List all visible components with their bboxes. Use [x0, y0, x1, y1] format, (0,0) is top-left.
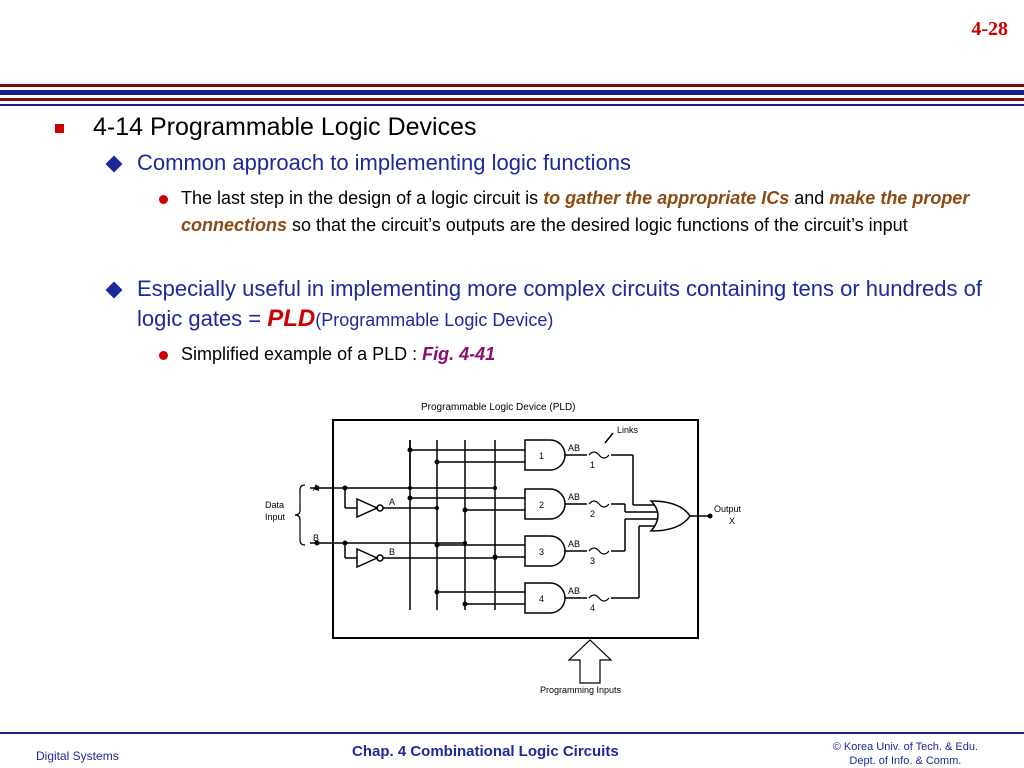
pld-box: [332, 419, 699, 639]
link-number: 1: [590, 460, 595, 470]
gate-output-label: AB: [568, 443, 580, 453]
text-run: The last step in the design of a logic c…: [181, 188, 544, 208]
link-number: 4: [590, 603, 595, 613]
link-number: 2: [590, 509, 595, 519]
gate-output-label: AB: [568, 586, 580, 596]
and-gate: [524, 535, 566, 567]
item1-heading: Common approach to implementing logic fu…: [137, 150, 632, 175]
item1-sub1: The last step in the design of a logic c…: [181, 185, 981, 239]
input-a-label: A: [313, 483, 319, 493]
and-gate: [524, 439, 566, 471]
pld-emphasis: PLD: [267, 305, 316, 332]
diamond-bullet-icon: [105, 155, 123, 173]
pld-diagram: Programmable Logic Device (PLD) Links Da…: [265, 402, 742, 695]
footer-copyright: © Korea Univ. of Tech. & Edu. Dept. of I…: [833, 740, 978, 768]
footer-chapter: Chap. 4 Combinational Logic Circuits: [352, 743, 619, 760]
text-run: Simplified example of a PLD :: [181, 344, 423, 364]
item2-heading: Especially useful in implementing more c…: [137, 274, 987, 335]
footer-course: Digital Systems: [36, 749, 119, 763]
programming-inputs-label: Programming Inputs: [540, 685, 622, 695]
output-label: X: [729, 516, 735, 526]
data-input-label: Input: [265, 512, 286, 522]
and-gate: [524, 582, 566, 614]
square-bullet-icon: [55, 124, 64, 133]
dot-bullet-icon: [159, 351, 168, 360]
footer-copyright-line: © Korea Univ. of Tech. & Edu.: [832, 741, 978, 753]
header-rule: [0, 84, 1024, 87]
header-rule: [0, 90, 1024, 95]
gate-number: 3: [539, 547, 544, 557]
header-rule: [0, 104, 1024, 106]
emphasis-text: to gather the appropriate ICs: [543, 188, 790, 208]
footer-rule: [0, 732, 1024, 734]
text-run: so that the circuit’s outputs are the de…: [287, 215, 908, 235]
data-input-label: Data: [265, 500, 284, 510]
and-gate: [524, 488, 566, 520]
or-gate: [649, 500, 691, 532]
pld-figure: Programmable Logic Device (PLD) Links Da…: [255, 395, 765, 700]
figure-title: Programmable Logic Device (PLD): [421, 402, 576, 413]
not-a-label: A: [389, 497, 395, 507]
gate-output-label: AB: [568, 539, 580, 549]
not-b-label: B: [389, 547, 395, 557]
input-b-label: B: [313, 533, 319, 543]
emphasis-text: make the proper connections: [181, 188, 970, 235]
output-label: Output: [714, 504, 742, 514]
page-number: 4-28: [971, 18, 1008, 40]
gate-number: 2: [539, 500, 544, 510]
text-run: and: [789, 188, 830, 208]
diamond-bullet-icon: [105, 281, 123, 299]
links-label: Links: [617, 425, 639, 435]
gate-number: 4: [539, 594, 544, 604]
footer-copyright-line: Dept. of Info. & Comm.: [849, 755, 962, 767]
dot-bullet-icon: [159, 195, 168, 204]
item2-sub1: Simplified example of a PLD : Fig. 4-41: [181, 341, 981, 368]
text-run: Especially useful in implementing more c…: [137, 276, 982, 331]
pld-expansion: (Programmable Logic Device): [315, 310, 554, 330]
link-number: 3: [590, 556, 595, 566]
section-title: 4-14 Programmable Logic Devices: [93, 113, 477, 141]
gate-output-label: AB: [568, 492, 580, 502]
header-rule: [0, 98, 1024, 101]
gate-number: 1: [539, 451, 544, 461]
figure-reference: Fig. 4-41: [422, 344, 496, 364]
